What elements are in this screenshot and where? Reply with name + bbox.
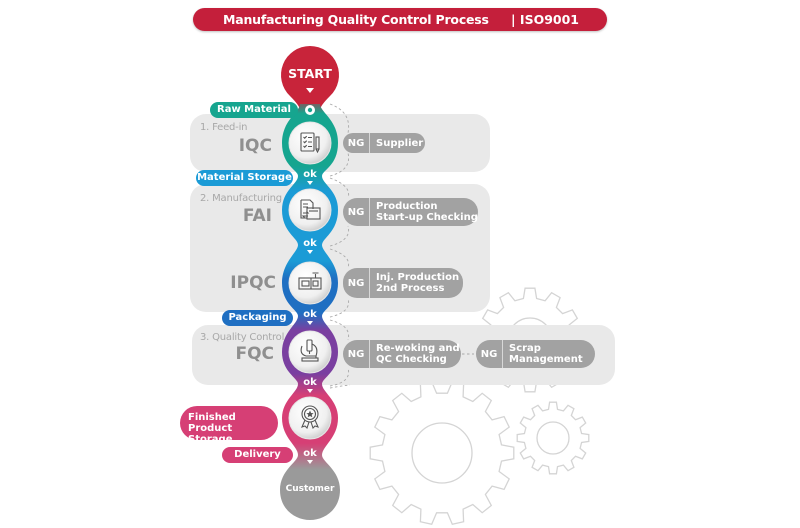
stage-code-ipqc: IPQC [230, 273, 276, 293]
tag-finished-product-storage: Finished Product Storage [180, 406, 278, 445]
ng-badge: NG [343, 133, 370, 153]
connector-ipqc-out [329, 297, 350, 318]
group-label-feed-in: 1. Feed-in [200, 122, 248, 133]
ng-pill-scrap-management: NG Scrap Management [476, 340, 595, 368]
iso-standard-label: | ISO9001 [511, 12, 579, 27]
connector-iqc-out [329, 152, 350, 177]
start-balloon [281, 46, 339, 110]
stage-icon-finished [288, 396, 332, 440]
ng-pill-production-startup: NG Production Start-up Checking [343, 198, 478, 226]
start-label: START [288, 66, 332, 81]
ok-label-fai: ok [303, 238, 317, 249]
stage-code-iqc: IQC [238, 136, 272, 156]
ng-text-line-2: Management [509, 354, 583, 365]
connector-ipqc-in [329, 248, 350, 269]
ng-text: Supplier [376, 137, 424, 149]
ng-return-connectors [329, 103, 474, 389]
microscope-icon [300, 339, 319, 362]
start-arrow-icon [306, 88, 314, 93]
stage-code-fqc: FQC [235, 344, 274, 364]
ok-arrow-icon [307, 389, 313, 393]
group-label-manufacturing: 2. Manufacturing [200, 193, 282, 204]
checklist-icon [300, 132, 320, 154]
group-feed-in [190, 114, 490, 172]
ng-badge: NG [343, 268, 370, 298]
stage-icon-iqc [288, 121, 332, 165]
customer-label: Customer [285, 484, 335, 494]
gear-small-hub [536, 421, 570, 455]
ok-arrow-icon [307, 181, 313, 185]
tag-material-storage: Material Storage [196, 170, 293, 186]
group-label-quality-control: 3. Quality Control [200, 332, 285, 343]
award-ribbon-icon [301, 405, 319, 430]
stage-icon-ipqc [288, 261, 332, 305]
ok-arrows [307, 181, 313, 464]
ng-pill-reworking: NG Re-woking and QC Checking [343, 340, 461, 368]
stage-icon-fqc [288, 330, 332, 374]
stage-code-fai: FAI [242, 206, 272, 226]
ng-text-line-2: 2nd Process [376, 283, 445, 294]
finished-storage-line-1: Finished [188, 412, 236, 423]
documents-icon [300, 199, 321, 220]
ng-badge: NG [343, 198, 370, 226]
title-text: Manufacturing Quality Control Process [223, 12, 489, 27]
ok-arrow-icon [307, 321, 313, 325]
gear-large-hub [411, 422, 473, 484]
ng-text-line-2: Start-up Checking [376, 212, 478, 223]
ng-text-line-1: Scrap [509, 343, 541, 354]
connector-finished-in [329, 384, 351, 389]
tag-delivery: Delivery [222, 447, 293, 463]
finished-storage-line-2: Product Storage [188, 423, 233, 445]
ok-arrow-icon [307, 460, 313, 464]
ng-text-line-1: Inj. Production [376, 272, 460, 283]
ok-label-fqc: ok [303, 377, 317, 388]
ng-text-line-1: Production [376, 201, 438, 212]
entry-point-dot-center [307, 107, 313, 113]
ng-badge: NG [343, 340, 370, 368]
injection-machine-icon [298, 272, 322, 290]
ng-text-line-2: QC Checking [376, 354, 447, 365]
ok-label-delivery: ok [303, 448, 317, 459]
ng-badge: NG [476, 340, 503, 368]
ng-pill-supplier: NG Supplier [343, 133, 425, 153]
tag-raw-material: Raw Material [210, 102, 298, 118]
tag-packaging: Packaging [222, 310, 293, 326]
ok-label-iqc: ok [303, 169, 317, 180]
connector-fqc-out [329, 367, 350, 387]
ng-text-line-1: Re-woking and [376, 343, 460, 354]
ok-label-ipqc: ok [303, 309, 317, 320]
ok-arrow-icon [307, 250, 313, 254]
stage-icon-fai [288, 188, 332, 232]
ng-pill-inj-production: NG Inj. Production 2nd Process [343, 268, 463, 298]
title-bar: Manufacturing Quality Control Process | … [193, 8, 607, 31]
